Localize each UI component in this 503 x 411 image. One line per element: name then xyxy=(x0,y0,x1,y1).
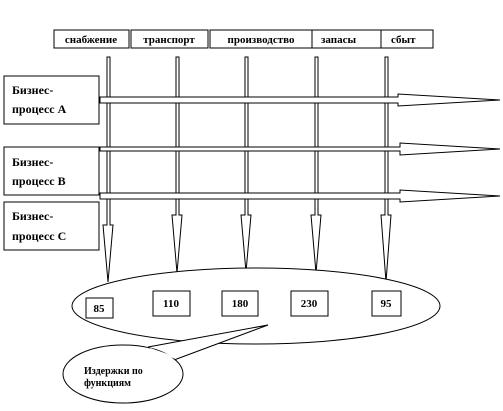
process-box-a: Бизнес- процесс А xyxy=(3,75,100,125)
cost-values: 85 110 180 230 95 xyxy=(85,290,402,319)
process-box-c: Бизнес- процесс С xyxy=(3,201,100,251)
function-header: снабжение транспорт производство запасы … xyxy=(53,29,434,49)
cost-box-inventory: 230 xyxy=(290,290,329,317)
cost-value-production: 180 xyxy=(232,298,249,310)
function-box-inventory: запасы xyxy=(311,29,382,49)
callout-label-line2: функциям xyxy=(84,378,131,389)
process-box-b: Бизнес- процесс В xyxy=(3,146,100,196)
process-label-b-line2: процесс В xyxy=(12,174,66,188)
process-arrow-a xyxy=(99,93,501,107)
process-column: Бизнес- процесс А Бизнес- процесс В Бизн… xyxy=(3,75,100,251)
cost-box-production: 180 xyxy=(221,290,259,317)
process-label-c-line2: процесс С xyxy=(12,229,66,243)
process-label-a-line2: процесс А xyxy=(12,102,67,116)
function-label-production: производство xyxy=(228,34,295,46)
function-box-production: производство xyxy=(209,29,313,49)
function-arrow-inventory xyxy=(310,56,322,274)
process-label-c-line1: Бизнес- xyxy=(12,209,53,223)
process-arrow-b xyxy=(99,142,501,156)
function-arrows xyxy=(102,56,392,283)
callout-pointer xyxy=(147,324,269,361)
cost-box-supply: 85 xyxy=(85,297,114,319)
process-arrow-c xyxy=(99,189,501,203)
cost-value-inventory: 230 xyxy=(301,298,318,310)
process-label-b-line1: Бизнес- xyxy=(12,155,53,169)
process-label-a-line1: Бизнес- xyxy=(12,83,53,97)
function-label-supply: снабжение xyxy=(65,34,117,46)
callout-label-line1: Издержки по xyxy=(84,366,143,377)
function-arrow-supply xyxy=(102,56,114,283)
cost-value-supply: 85 xyxy=(94,303,106,315)
function-box-sales: сбыт xyxy=(380,29,434,49)
function-label-inventory: запасы xyxy=(321,34,356,46)
function-box-transport: транспорт xyxy=(130,29,209,49)
cost-value-transport: 110 xyxy=(163,298,179,310)
function-arrow-production xyxy=(240,56,252,273)
callout-bubble: Издержки по функциям xyxy=(62,324,269,404)
cost-value-sales: 95 xyxy=(381,298,393,310)
cost-box-transport: 110 xyxy=(152,290,191,317)
cost-box-sales: 95 xyxy=(371,290,402,317)
function-arrow-sales xyxy=(380,56,392,283)
function-label-transport: транспорт xyxy=(143,34,195,46)
function-box-supply: снабжение xyxy=(53,29,130,49)
function-label-sales: сбыт xyxy=(391,34,416,46)
function-arrow-transport xyxy=(171,56,183,274)
process-arrows xyxy=(99,93,501,203)
